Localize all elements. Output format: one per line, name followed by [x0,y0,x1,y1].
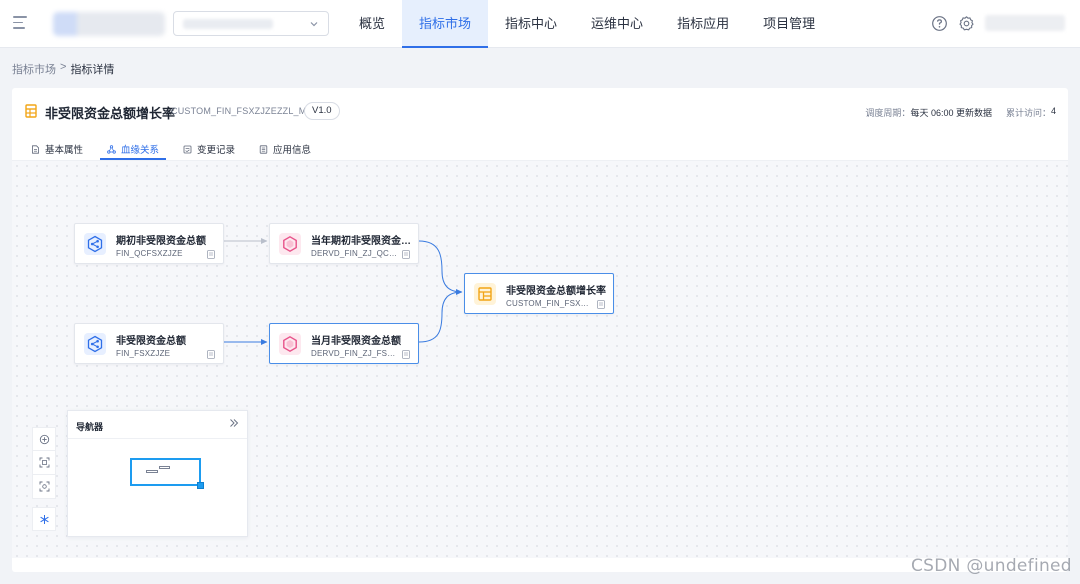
schedule-value: 每天 06:00 更新数据 [910,108,992,118]
nav-item-metric-center[interactable]: 指标中心 [505,16,558,31]
node-name: 当月非受限资金总额 [311,336,401,347]
edge-n2-n5 [418,240,463,295]
main-nav: 概览 指标市场 指标中心 运维中心 指标应用 项目管理 [342,0,832,48]
gear-icon[interactable] [958,15,975,32]
metric-meta: 调度周期： 每天 06:00 更新数据 累计访问： 4 [865,106,1056,119]
top-navigation-bar: 概览 指标市场 指标中心 运维中心 指标应用 项目管理 [0,0,1080,48]
navigator-title: 导航器 [76,422,104,432]
hamburger-menu-icon[interactable] [13,16,27,30]
lineage-node-derived[interactable]: 当月非受限资金总额 DERVD_FIN_ZJ_FSXZJZE [269,323,419,364]
document-icon [32,144,39,154]
history-icon [183,145,192,153]
minimap-viewport[interactable] [130,458,204,489]
detail-tabs: 基本属性 血缘关系 变更记录 应用信息 [24,138,328,160]
lineage-canvas[interactable]: 期初非受限资金总额 FIN_QCFSXZJZE 当年期初非受限资金总额 DERV… [12,160,1068,558]
tab-basic-attributes[interactable]: 基本属性 [24,138,90,160]
watermark: CSDN @undefined [911,556,1072,576]
navigator-divider [68,438,247,439]
tab-label: 应用信息 [273,145,312,156]
actual-size-icon [39,481,49,492]
viewport-resize-handle[interactable] [197,482,204,489]
nav-item-overview[interactable]: 概览 [359,16,386,31]
layout-button[interactable] [32,507,56,531]
app-logo [53,12,165,36]
tab-lineage[interactable]: 血缘关系 [100,138,167,160]
nav-item-metric-apps[interactable]: 指标应用 [677,16,730,31]
table-icon [474,283,496,305]
version-badge[interactable]: V1.0 [304,102,340,120]
chevron-down-icon [310,22,318,27]
breadcrumb-current: 指标详情 [70,64,115,76]
snowflake-icon [39,514,49,524]
tab-change-history[interactable]: 变更记录 [176,138,242,160]
edge-n4-n5 [418,291,463,343]
visits-value: 4 [1050,106,1056,116]
nav-item-project-management[interactable]: 项目管理 [763,16,816,31]
zoom-in-icon [39,434,49,444]
fit-view-button[interactable] [32,451,56,475]
nav-item-metric-market[interactable]: 指标市场 [402,0,489,48]
minimap-node [146,470,158,473]
lineage-icon [107,144,116,154]
visits-label: 累计访问： [1005,108,1051,118]
fit-view-icon [39,457,49,468]
node-code: FIN_FSXZJZE [116,349,171,358]
lineage-node-atomic[interactable]: 非受限资金总额 FIN_FSXZJZE [74,323,224,364]
tab-label: 变更记录 [197,145,236,156]
lineage-edges [224,238,463,345]
lineage-node-atomic[interactable]: 期初非受限资金总额 FIN_QCFSXZJZE [74,223,224,264]
metric-detail-card: 非受限资金总额增长率 CUSTOM_FIN_FSXZJZEZZL_M V1.0 … [12,88,1068,572]
node-doc-icon[interactable] [402,250,410,259]
node-code: CUSTOM_FIN_FSXZJZEZZL_M [506,299,592,308]
schedule-label: 调度周期： [865,108,911,118]
list-icon [259,144,268,154]
zoom-in-button[interactable] [32,427,56,451]
lineage-node-derived[interactable]: 当年期初非受限资金总额 DERVD_FIN_ZJ_QCFSXZJZE [269,223,419,264]
share-hex-icon [84,333,106,355]
node-code: FIN_QCFSXZJZE [116,249,183,258]
canvas-toolbar [32,427,56,531]
metric-code: CUSTOM_FIN_FSXZJZEZZL_M [171,106,307,116]
hexagon-icon [279,333,301,355]
breadcrumb: 指标市场 > 指标详情 [12,61,114,77]
tab-label: 基本属性 [45,145,84,156]
node-code: DERVD_FIN_ZJ_QCFSXZJZE [311,249,397,258]
node-doc-icon[interactable] [207,250,215,259]
node-doc-icon[interactable] [207,350,215,359]
page-title: 非受限资金总额增长率 [45,106,176,121]
node-name: 非受限资金总额增长率 [506,286,606,297]
actual-size-button[interactable] [32,475,56,499]
breadcrumb-separator: > [60,61,67,73]
lineage-node-target[interactable]: 非受限资金总额增长率 CUSTOM_FIN_FSXZJZEZZL_M [464,273,614,314]
node-doc-icon[interactable] [402,350,410,359]
hexagon-icon [279,233,301,255]
double-chevron-right-icon[interactable] [229,418,239,428]
help-icon[interactable] [931,15,948,32]
node-name: 当年期初非受限资金总额 [311,236,411,247]
workspace-select[interactable] [173,11,329,36]
tab-label: 血缘关系 [121,145,160,156]
node-doc-icon[interactable] [597,300,605,309]
user-account-menu[interactable] [985,15,1065,31]
breadcrumb-metric-market-link[interactable]: 指标市场 [12,64,56,76]
nav-item-ops-center[interactable]: 运维中心 [591,16,644,31]
node-code: DERVD_FIN_ZJ_FSXZJZE [311,349,397,358]
tab-application-info[interactable]: 应用信息 [252,138,318,160]
node-name: 期初非受限资金总额 [116,236,206,247]
metric-table-icon [25,104,37,118]
minimap-node [159,466,170,469]
share-hex-icon [84,233,106,255]
workspace-select-value [183,19,273,29]
node-name: 非受限资金总额 [116,336,186,347]
minimap-navigator: 导航器 [67,410,248,537]
